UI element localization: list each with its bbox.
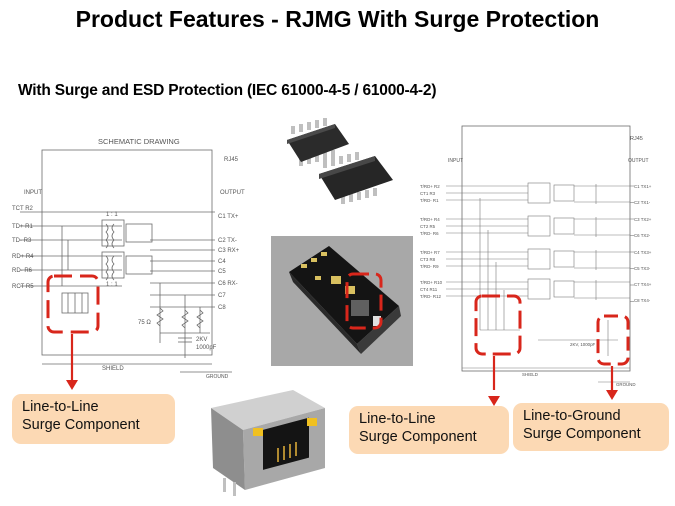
transformer-block bbox=[553, 250, 575, 268]
callout-line-to-ground: Line-to-Ground Surge Component bbox=[513, 403, 669, 451]
transformer-block bbox=[553, 280, 575, 298]
schematic-right: RJ45 INPUT OUTPUT T/RD+ R2 CT1 R3 T/RD- … bbox=[420, 125, 652, 390]
slide-title: Product Features - RJMG With Surge Prote… bbox=[75, 6, 600, 32]
surge-module-photo-icon bbox=[271, 236, 413, 366]
left-pin-label: RD+ R4 bbox=[12, 254, 34, 260]
right-schematic-right-pin: C7 TX4+ bbox=[634, 282, 652, 287]
msop-chip-icon bbox=[287, 118, 393, 204]
callout-line2: Surge Component bbox=[523, 426, 641, 442]
right-pin-label: C2 TX- bbox=[218, 238, 237, 244]
right-schematic-left-pin: T/RD- R6 bbox=[420, 231, 439, 236]
right-schematic-left-pin: T/RD- R12 bbox=[420, 294, 442, 299]
right-pin-label: C6 RX- bbox=[218, 281, 238, 287]
schematic-left-frame bbox=[41, 149, 213, 356]
highlight-box-left bbox=[46, 274, 100, 334]
schematic-left-input-label: INPUT bbox=[24, 190, 42, 196]
right-schematic-right-pin: C5 TX3- bbox=[634, 266, 651, 271]
transformer-block bbox=[527, 278, 551, 300]
arrow-down-icon bbox=[488, 396, 500, 406]
slide-subtitle: With Surge and ESD Protection (IEC 61000… bbox=[18, 82, 437, 99]
right-pin-label: C8 bbox=[218, 305, 226, 311]
schematic-right-output-label: OUTPUT bbox=[628, 158, 649, 164]
shield-label: SHIELD bbox=[102, 366, 124, 372]
ratio-top-label: 1 : 1 bbox=[106, 212, 118, 218]
right-schematic-left-pin: T/RD+ R2 bbox=[420, 184, 440, 189]
schematic-left-heading: SCHEMATIC DRAWING bbox=[98, 137, 180, 146]
transformer-block bbox=[527, 215, 551, 237]
callout-line1: Line-to-Line bbox=[359, 411, 436, 427]
right-schematic-right-pin: C8 TX4- bbox=[634, 298, 651, 303]
right-schematic-left-pin: CT3 R8 bbox=[420, 257, 436, 262]
transformer-block bbox=[527, 182, 551, 204]
schematic-left-connector-label: RJ45 bbox=[224, 157, 239, 163]
right-schematic-left-pin: T/RD+ R10 bbox=[420, 280, 443, 285]
right-pin-label: C5 bbox=[218, 269, 226, 275]
right-ground-label: GROUND bbox=[616, 382, 636, 387]
right-schematic-left-pin: CT1 R3 bbox=[420, 191, 436, 196]
left-pin-label: TD- R3 bbox=[12, 238, 32, 244]
right-pin-label: C7 bbox=[218, 293, 226, 299]
ratio-bottom-label: 1 : 1 bbox=[106, 282, 118, 288]
right-pin-label: C1 TX+ bbox=[218, 214, 239, 220]
callout-line2: Surge Component bbox=[22, 417, 140, 433]
schematic-right-connector-label: RJ45 bbox=[630, 136, 643, 142]
callout-line-to-line-left: Line-to-Line Surge Component bbox=[12, 394, 175, 444]
right-pin-label: C3 RX+ bbox=[218, 248, 240, 254]
right-schematic-right-pin: C4 TX3+ bbox=[634, 250, 652, 255]
right-schematic-left-pin: CT4 R11 bbox=[420, 287, 438, 292]
schematic-left-output-label: OUTPUT bbox=[220, 190, 245, 196]
right-schematic-left-pin: T/RD- R1 bbox=[420, 198, 439, 203]
left-pin-label: RCT R5 bbox=[12, 284, 34, 290]
right-schematic-right-pin: C1 TX1+ bbox=[634, 184, 652, 189]
cap-label-voltage: 2KV bbox=[196, 337, 207, 343]
right-cap-label: 2KV, 1000pF bbox=[570, 342, 596, 347]
right-schematic-right-pin: C2 TX1- bbox=[634, 200, 651, 205]
transformer-block bbox=[553, 217, 575, 235]
highlight-box-module bbox=[345, 272, 383, 330]
transformer-block bbox=[553, 184, 575, 202]
highlight-box-right-line bbox=[474, 294, 522, 356]
right-shield-label: SHIELD bbox=[522, 372, 538, 377]
arrow-down-icon bbox=[66, 380, 78, 390]
callout-line1: Line-to-Ground bbox=[523, 408, 621, 424]
rj45-jack-photo-icon bbox=[211, 390, 325, 496]
right-schematic-right-pin: C3 TX2+ bbox=[634, 217, 652, 222]
left-pin-label: TD+ R1 bbox=[12, 224, 34, 230]
highlight-box-right-ground bbox=[596, 314, 630, 366]
right-schematic-left-pin: T/RD- R9 bbox=[420, 264, 439, 269]
right-schematic-left-pin: CT2 R5 bbox=[420, 224, 436, 229]
right-schematic-left-pin: T/RD+ R4 bbox=[420, 217, 440, 222]
callout-line-to-line-right: Line-to-Line Surge Component bbox=[349, 406, 509, 454]
schematic-right-frame bbox=[461, 125, 631, 372]
right-schematic-right-pin: C6 TX2- bbox=[634, 233, 651, 238]
left-pin-label: TCT R2 bbox=[12, 206, 34, 212]
resistor-label: 75 Ω bbox=[138, 320, 151, 326]
transformer-block bbox=[527, 248, 551, 270]
right-schematic-left-pin: T/RD+ R7 bbox=[420, 250, 440, 255]
left-pin-label: RD- R6 bbox=[12, 268, 33, 274]
arrow-down-icon bbox=[606, 390, 618, 400]
cap-label-value: 1000pF bbox=[196, 345, 217, 351]
schematic-right-input-label: INPUT bbox=[448, 158, 463, 164]
callout-line2: Surge Component bbox=[359, 429, 477, 445]
callout-line1: Line-to-Line bbox=[22, 399, 99, 415]
schematic-left: SCHEMATIC DRAWING RJ45 INPUT OUTPUT 1 : … bbox=[12, 137, 245, 380]
ground-label: GROUND bbox=[206, 374, 229, 380]
right-pin-label: C4 bbox=[218, 259, 226, 265]
